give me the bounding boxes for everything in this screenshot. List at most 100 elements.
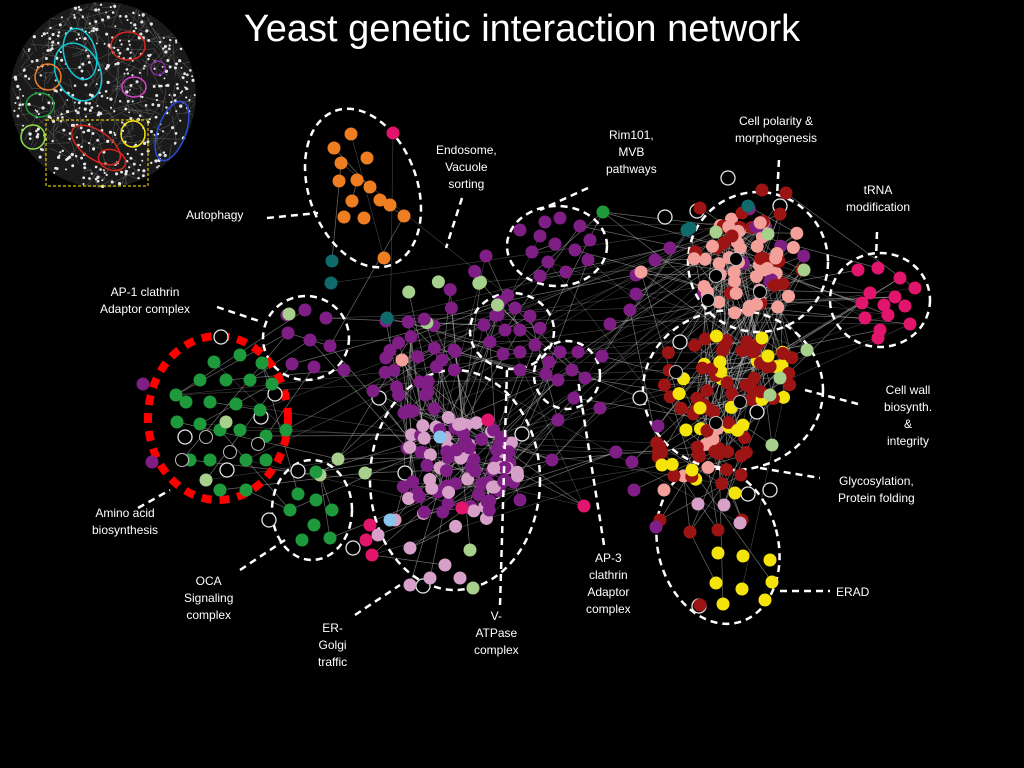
- thumbnail-node: [86, 129, 90, 132]
- thumbnail-node: [60, 113, 63, 116]
- thumbnail-node: [155, 93, 159, 97]
- thumbnail-edge: [168, 116, 177, 126]
- thumbnail-node: [65, 110, 70, 114]
- network-node: [567, 391, 581, 405]
- thumbnail-edge: [131, 107, 147, 122]
- thumbnail-edge: [90, 2, 100, 9]
- network-node: [693, 598, 707, 612]
- network-edge: [683, 475, 691, 533]
- label-leader-line: [775, 159, 781, 197]
- thumbnail-edge: [72, 52, 85, 58]
- thumbnail-edge: [130, 49, 141, 64]
- thumbnail-node: [111, 36, 114, 39]
- thumbnail-edge: [139, 50, 156, 72]
- thumbnail-edge: [129, 95, 137, 101]
- thumbnail-node: [65, 168, 68, 171]
- network-node: [709, 269, 723, 283]
- network-node: [145, 455, 159, 469]
- network-node: [427, 402, 441, 416]
- thumbnail-zoom-box: [45, 119, 149, 187]
- thumbnail-node: [96, 179, 100, 183]
- network-node: [337, 210, 351, 224]
- thumbnail-edge: [66, 17, 75, 33]
- label-cell-polarity: Cell polarity & morphogenesis: [735, 114, 818, 145]
- thumbnail-node: [68, 155, 72, 159]
- thumbnail-cluster-ring: [62, 27, 98, 81]
- label-autophagy: Autophagy: [186, 208, 244, 222]
- thumbnail-node: [142, 141, 147, 145]
- network-node: [709, 225, 723, 239]
- thumbnail-edge: [142, 20, 145, 29]
- thumbnail-edge: [115, 63, 119, 81]
- network-node: [754, 251, 768, 265]
- thumbnail-edge: [43, 63, 61, 82]
- thumbnail-node: [128, 166, 131, 169]
- network-node: [307, 360, 321, 374]
- network-node: [345, 540, 361, 556]
- network-edge: [551, 446, 698, 461]
- network-node: [851, 263, 865, 277]
- label-leader-lines: [137, 159, 879, 617]
- thumbnail-node: [181, 76, 185, 80]
- thumbnail-node: [137, 168, 140, 172]
- thumbnail-node: [109, 97, 113, 101]
- network-node: [479, 249, 493, 263]
- thumbnail-edge: [89, 123, 94, 152]
- network-node: [888, 290, 902, 304]
- thumbnail-cluster-ring: [53, 42, 103, 102]
- thumbnail-edge: [111, 85, 139, 89]
- network-node: [219, 415, 233, 429]
- thumbnail-node: [51, 40, 55, 44]
- thumbnail-node: [70, 123, 74, 127]
- thumbnail-node: [51, 32, 55, 36]
- network-edge: [441, 359, 741, 524]
- thumbnail-node: [16, 96, 20, 100]
- thumbnail-node: [106, 96, 109, 100]
- thumbnail-node: [158, 153, 162, 157]
- network-edge: [219, 429, 291, 511]
- network-node: [669, 365, 683, 379]
- network-edge: [717, 247, 871, 294]
- thumbnail-edge: [152, 126, 169, 135]
- network-node: [455, 501, 469, 515]
- network-node: [625, 455, 639, 469]
- network-node: [283, 503, 297, 517]
- thumbnail-node: [125, 159, 129, 163]
- thumbnail-node: [35, 129, 38, 133]
- network-node: [729, 286, 743, 300]
- thumbnail-node: [73, 6, 78, 10]
- thumbnail-node: [88, 109, 92, 113]
- thumbnail-node: [78, 8, 81, 11]
- network-node: [551, 373, 565, 387]
- thumbnail-edge: [87, 69, 95, 83]
- network-edge: [640, 271, 731, 294]
- thumbnail-node: [22, 94, 25, 97]
- network-node: [762, 482, 778, 498]
- thumbnail-edge: [128, 109, 154, 115]
- thumbnail-node: [168, 65, 172, 69]
- label-leader-line: [539, 186, 589, 212]
- network-node: [431, 275, 445, 289]
- thumbnail-edge: [129, 17, 151, 42]
- thumbnail-edge: [154, 31, 175, 54]
- thumbnail-node: [47, 101, 51, 105]
- thumbnail-node: [104, 90, 108, 93]
- network-node: [233, 348, 247, 362]
- network-edge: [371, 554, 446, 566]
- thumbnail-node: [90, 30, 93, 33]
- thumbnail-node: [51, 140, 54, 143]
- thumbnail-node: [18, 103, 22, 107]
- thumbnail-cluster-ring: [120, 120, 146, 148]
- thumbnail-node: [48, 37, 52, 40]
- thumbnail-node: [146, 140, 150, 144]
- thumbnail-node: [32, 35, 36, 39]
- network-node: [548, 237, 562, 251]
- network-node: [403, 541, 417, 555]
- thumbnail-edge: [111, 2, 124, 27]
- network-node: [749, 404, 765, 420]
- thumbnail-node: [178, 59, 182, 63]
- network-node: [323, 531, 337, 545]
- thumbnail-edge: [84, 22, 107, 45]
- thumbnail-node: [92, 29, 95, 33]
- thumbnail-edge: [69, 137, 79, 164]
